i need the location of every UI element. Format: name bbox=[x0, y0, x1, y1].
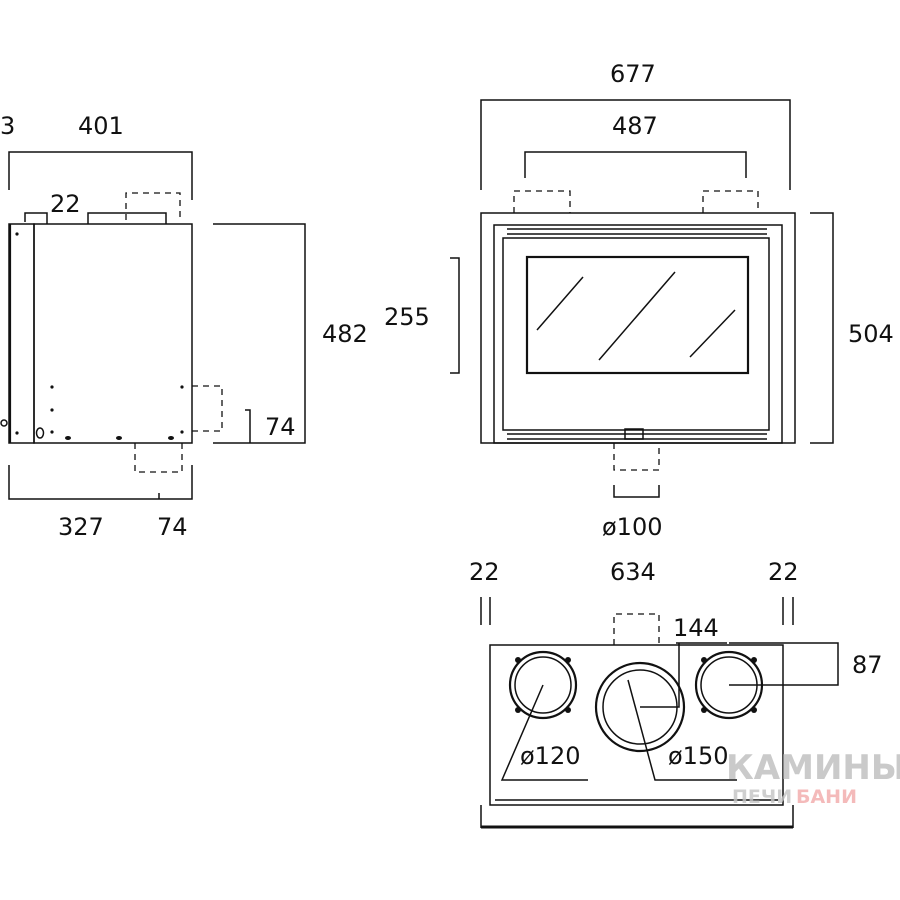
side-view: 3 401 22 482 74 327 74 bbox=[0, 112, 368, 541]
dim-label: 504 bbox=[848, 320, 894, 348]
dim-label: 3 bbox=[0, 112, 15, 140]
dim-label: 487 bbox=[612, 112, 658, 140]
dim-label: 74 bbox=[265, 413, 296, 441]
dim-label: 22 bbox=[768, 558, 799, 586]
dim-label: ø120 bbox=[520, 742, 581, 770]
dim-label: ø150 bbox=[668, 742, 729, 770]
door bbox=[502, 237, 770, 431]
flue-outlet bbox=[594, 661, 686, 753]
watermark-text: БАНИ bbox=[796, 786, 857, 808]
dim-label: 87 bbox=[852, 651, 883, 679]
dim-label: 74 bbox=[157, 513, 188, 541]
glass-window bbox=[525, 255, 750, 375]
dim-label: 677 bbox=[610, 60, 656, 88]
dim-label: 327 bbox=[58, 513, 104, 541]
dim-label: 144 bbox=[673, 614, 719, 642]
knob-icon bbox=[0, 419, 8, 427]
outlet-left bbox=[508, 650, 578, 720]
dim-label: 22 bbox=[469, 558, 500, 586]
dim-label: 634 bbox=[610, 558, 656, 586]
dim-label: ø100 bbox=[602, 513, 663, 541]
watermark-text: КАМИНЫ bbox=[726, 748, 900, 788]
top-view: 22 634 22 144 87 ø120 ø150 bbox=[469, 558, 883, 829]
door-frame bbox=[8, 223, 35, 444]
dim-label: 22 bbox=[50, 190, 81, 218]
front-view: 677 487 255 504 ø100 bbox=[384, 60, 894, 541]
body-outline bbox=[33, 223, 193, 444]
watermark-text: ПЕЧИ bbox=[732, 786, 792, 808]
dim-label: 482 bbox=[322, 320, 368, 348]
dim-label: 401 bbox=[78, 112, 124, 140]
watermark-logo: КАМИНЫ ПЕЧИ БАНИ bbox=[726, 748, 900, 808]
top-outline bbox=[489, 644, 784, 806]
dim-label: 255 bbox=[384, 303, 430, 331]
